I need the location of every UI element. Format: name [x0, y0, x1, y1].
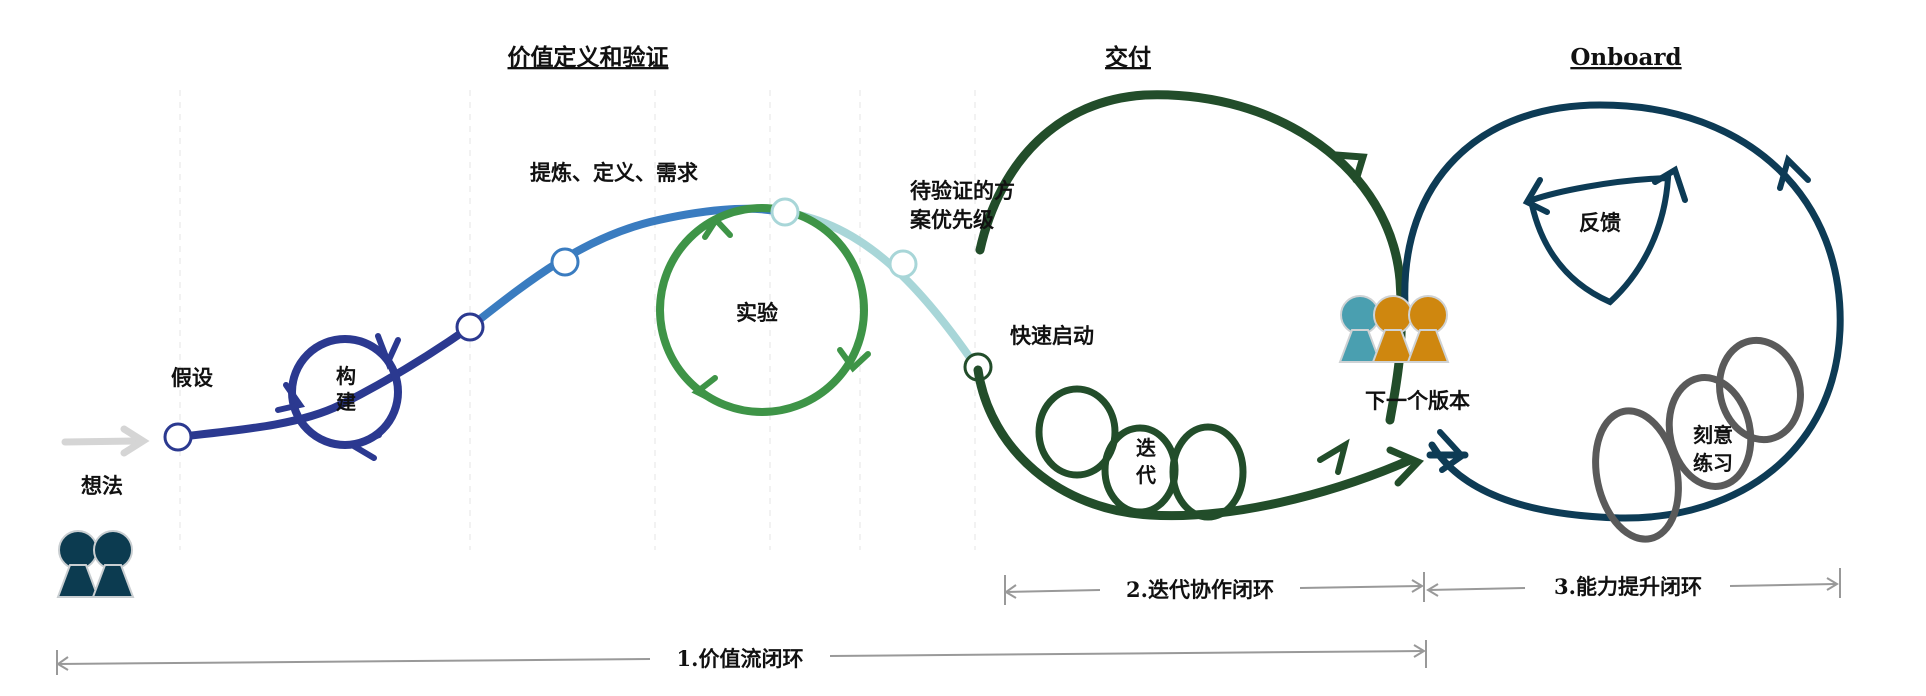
span-iteration-loop — [1004, 572, 1425, 605]
label-pending-2: 案优先级 — [909, 207, 994, 232]
label-value-loop: 1.价值流闭环 — [677, 646, 804, 671]
node-pending — [888, 249, 918, 279]
column-separators — [179, 90, 976, 550]
label-pending-1: 待验证的方 — [910, 178, 1015, 203]
span-capability-loop — [1426, 568, 1841, 598]
label-next-version: 下一个版本 — [1365, 388, 1470, 413]
label-capability-loop: 3.能力提升闭环 — [1554, 574, 1702, 599]
span-value-loop — [56, 640, 1427, 675]
idea-arrow — [61, 425, 150, 457]
value-stream-path-light — [776, 208, 979, 369]
label-practice-1: 刻意 — [1693, 423, 1733, 447]
team-icon-next-version — [1339, 295, 1449, 363]
label-feedback: 反馈 — [1579, 210, 1621, 235]
value-stream-path-blue — [466, 204, 784, 331]
header-value-definition: 价值定义和验证 — [508, 44, 669, 71]
team-icon-idea — [57, 530, 134, 598]
label-iterate-2: 代 — [1135, 463, 1156, 487]
node-refine — [550, 247, 580, 277]
header-onboard: Onboard — [1570, 44, 1681, 71]
experiment-loop — [656, 204, 871, 416]
label-experiment: 实验 — [736, 300, 778, 325]
node-build-out — [455, 312, 485, 342]
node-experiment — [770, 197, 800, 227]
label-hypothesis: 假设 — [171, 365, 213, 390]
label-iterate-1: 迭 — [1136, 436, 1156, 460]
build-loop — [275, 333, 402, 461]
label-practice-2: 练习 — [1693, 451, 1733, 475]
label-build-2: 建 — [336, 390, 356, 414]
value-stream-path-navy — [174, 323, 474, 441]
practice-loops — [1592, 336, 1804, 543]
node-hypothesis — [163, 422, 193, 452]
label-idea: 想法 — [81, 473, 123, 498]
label-iteration-loop: 2.迭代协作闭环 — [1126, 577, 1274, 602]
header-delivery: 交付 — [1105, 44, 1151, 71]
label-refine: 提炼、定义、需求 — [530, 160, 698, 185]
onboard-loop — [1401, 101, 1844, 522]
label-build-1: 构 — [336, 364, 356, 388]
label-quick-start: 快速启动 — [1010, 323, 1094, 348]
path-nodes — [163, 197, 993, 452]
